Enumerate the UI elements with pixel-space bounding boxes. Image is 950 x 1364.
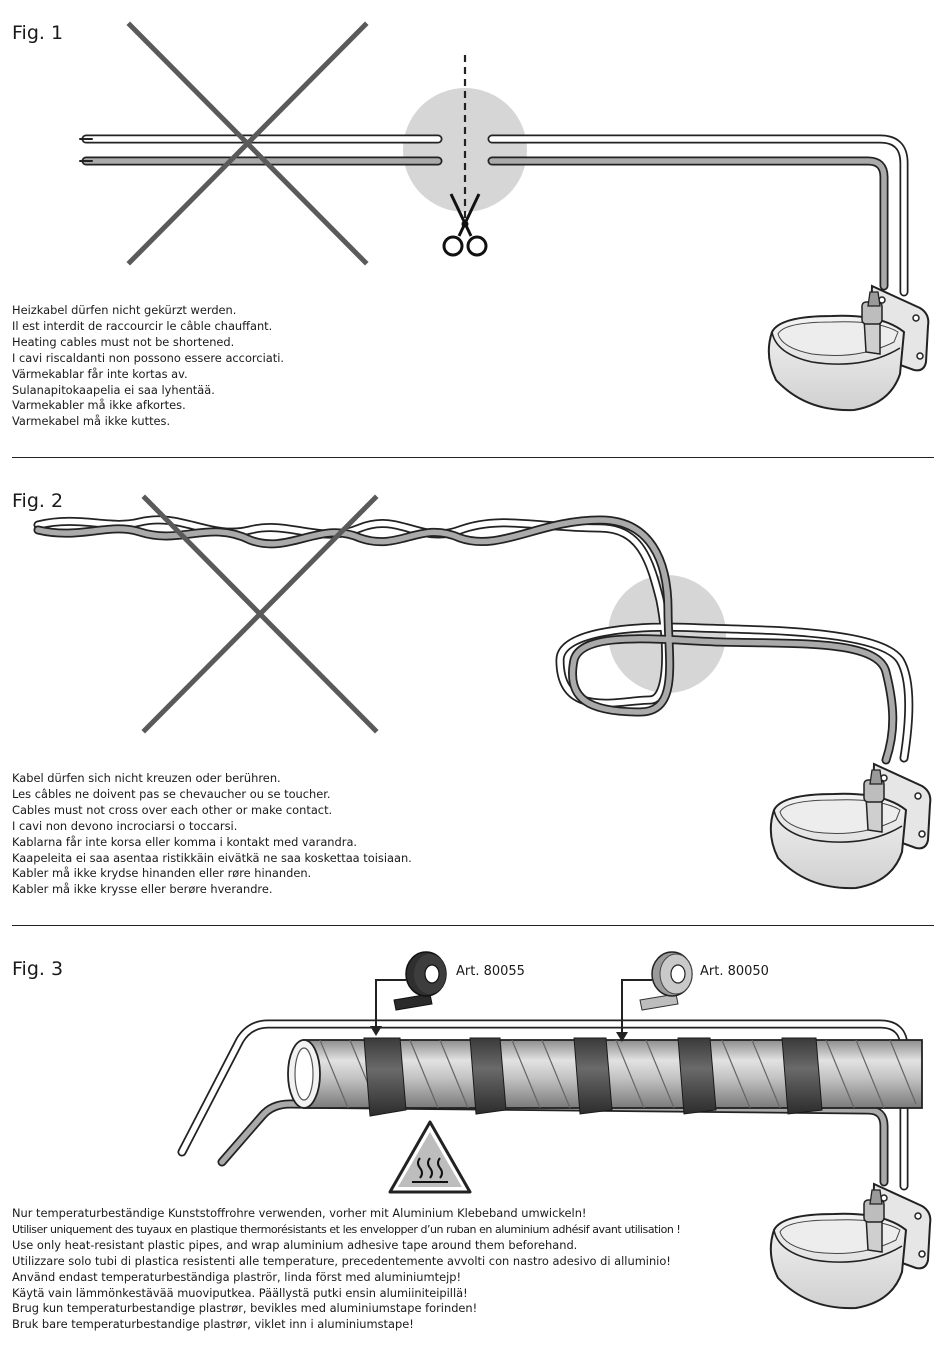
fig2-line-da: Kabler må ikke krydse hinanden eller rør… — [12, 866, 312, 881]
fig3-line-it: Utilizzare solo tubi di plastica resiste… — [12, 1253, 671, 1268]
fig3-line-en: Use only heat-resistant plastic pipes, a… — [12, 1237, 578, 1252]
fig1-line-it: I cavi riscaldanti non possono essere ac… — [12, 350, 285, 365]
art-number-black-tape: Art. 80055 — [456, 964, 525, 979]
fig1-line-no: Varmekabel må ikke kuttes. — [12, 414, 171, 429]
fig2-line-de: Kabel dürfen sich nicht kreuzen oder ber… — [12, 771, 281, 785]
art-number-silver-tape: Art. 80050 — [700, 964, 769, 979]
fig2-line-fr: Les câbles ne doivent pas se chevaucher … — [12, 786, 331, 801]
fig3-line-de: Nur temperaturbeständige Kunststoffrohre… — [12, 1206, 587, 1220]
silver-tape-roll-icon — [639, 951, 693, 1011]
fig2-caption: Kabel dürfen sich nicht kreuzen oder ber… — [12, 771, 412, 898]
fig2-line-no: Kabler må ikke krysse eller berøre hvera… — [12, 882, 273, 897]
fig1-label: Fig. 1 — [12, 22, 64, 44]
fig3-line-da: Brug kun temperaturbestandige plastrør, … — [12, 1301, 478, 1316]
fig1-line-sv: Värmekablar får inte kortas av. — [12, 366, 188, 381]
black-tape-roll-icon — [393, 951, 447, 1011]
section-divider-2 — [12, 925, 934, 926]
fig3-line-fi: Käytä vain lämmönkestävää muoviputkea. P… — [12, 1285, 468, 1300]
section-divider-1 — [12, 457, 934, 458]
fig2-line-it: I cavi non devono incrociarsi o toccarsi… — [12, 818, 238, 833]
fig3-line-sv: Använd endast temperaturbeständiga plast… — [12, 1269, 462, 1284]
fig2-line-sv: Kablarna får inte korsa eller komma i ko… — [12, 834, 358, 849]
fig1-line-en: Heating cables must not be shortened. — [12, 334, 235, 349]
fig2-line-fi: Kaapeleita ei saa asentaa ristikkäin eiv… — [12, 850, 412, 865]
fig3-label: Fig. 3 — [12, 958, 64, 980]
fig1-line-de: Heizkabel dürfen nicht gekürzt werden. — [12, 303, 237, 317]
fig1-line-fi: Sulanapitokaapelia ei saa lyhentää. — [12, 382, 215, 397]
fig2-twisted-cables — [33, 515, 914, 765]
fig2-illustration — [33, 494, 932, 890]
fig3-illustration — [177, 951, 932, 1310]
fig3-pipe — [287, 1037, 923, 1117]
fig2-label: Fig. 2 — [12, 490, 64, 512]
fig1-water-bowl — [767, 285, 930, 412]
fig2-water-bowl — [769, 763, 932, 890]
fig1-prohibited-cross — [126, 21, 369, 266]
fig1-illustration — [79, 21, 930, 412]
fig3-line-no: Bruk bare temperaturbestandige plastrør,… — [12, 1317, 414, 1332]
fig1-highlight-circle — [403, 88, 527, 212]
fig3-line-fr: Utiliser uniquement des tuyaux en plasti… — [12, 1222, 681, 1236]
fig2-line-en: Cables must not cross over each other or… — [12, 802, 333, 817]
fig1-line-fr: Il est interdit de raccourcir le câble c… — [12, 318, 273, 333]
fig3-water-bowl — [769, 1183, 932, 1310]
fig3-caption: Nur temperaturbeständige Kunststoffrohre… — [12, 1206, 681, 1333]
fig1-cable-right — [487, 134, 909, 297]
hot-surface-warning-icon — [388, 1120, 472, 1194]
fig1-line-da: Varmekabler må ikke afkortes. — [12, 398, 186, 413]
fig3-arrows — [375, 979, 652, 1036]
fig2-prohibited-cross — [141, 494, 379, 734]
scissors-icon — [442, 193, 488, 257]
fig1-caption: Heizkabel dürfen nicht gekürzt werden. I… — [12, 303, 284, 430]
